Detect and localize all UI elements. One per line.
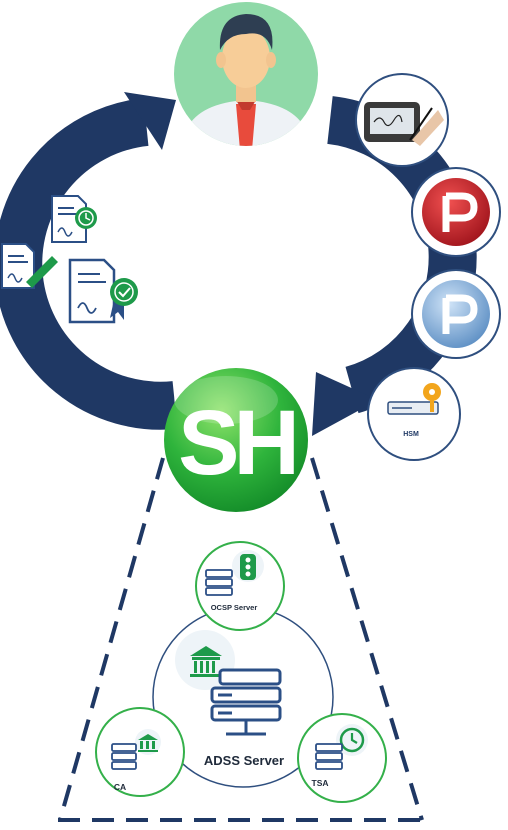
server-panel-outline: [58, 457, 424, 822]
signed-document-icon: [1, 243, 58, 289]
clock-icon: [339, 727, 365, 753]
tsa-label: TSA: [312, 778, 329, 788]
bank-icon: [138, 734, 158, 752]
certified-document-icon: [68, 258, 138, 324]
traffic-light-icon: [240, 554, 256, 580]
ca-node: CA: [95, 707, 185, 797]
ocsp-label: OCSP Server: [211, 603, 258, 612]
server-rack-icon: [205, 569, 233, 596]
pdf-red-icon: [411, 167, 501, 257]
tsa-node: TSA: [297, 713, 387, 803]
ca-label: CA: [114, 782, 126, 792]
server-rack-icon: [210, 668, 282, 736]
hsm-key-icon: HSM: [367, 367, 461, 461]
signinghub-logo: SH: [164, 368, 308, 512]
left-arrow-head: [124, 92, 176, 150]
adss-label: ADSS Server: [204, 753, 284, 768]
user-avatar-icon: [174, 2, 318, 146]
adss-server-node: ADSS Server: [152, 606, 334, 788]
logo-text: SH: [178, 392, 294, 494]
right-arrow-head: [312, 372, 378, 436]
ocsp-server-node: OCSP Server: [195, 541, 285, 631]
timestamped-document-icon: [51, 195, 97, 243]
signature-pad-icon: [355, 73, 449, 167]
server-rack-icon: [111, 743, 137, 770]
server-rack-icon: [315, 743, 343, 770]
pdf-blue-icon: [411, 269, 501, 359]
bank-icon: [190, 646, 222, 677]
hsm-label: HSM: [403, 431, 419, 438]
